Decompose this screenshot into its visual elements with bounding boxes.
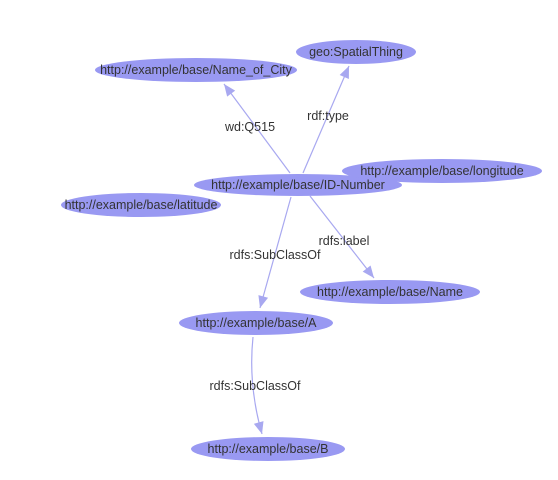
node-ellipse[interactable] [194, 174, 402, 196]
edge-line[interactable] [259, 196, 292, 309]
edges-layer [223, 65, 375, 435]
arrow-head-icon [362, 265, 374, 278]
edge-label-e_label: rdfs:label [319, 234, 370, 248]
node-ellipse[interactable] [179, 311, 333, 335]
node-class_a[interactable]: http://example/base/A [179, 311, 333, 335]
node-name[interactable]: http://example/base/Name [300, 280, 480, 304]
node-label: http://example/base/Name [317, 285, 463, 299]
edge-e_subclass_2[interactable] [251, 336, 264, 435]
arrow-head-icon [253, 421, 264, 434]
node-ellipse[interactable] [296, 40, 416, 64]
node-ellipse[interactable] [191, 437, 345, 461]
edge-line[interactable] [302, 65, 350, 174]
edge-label-e_subclass_2: rdfs:SubClassOf [209, 379, 301, 393]
node-label: http://example/base/latitude [65, 198, 218, 212]
node-label: http://example/base/B [208, 442, 329, 456]
node-label: geo:SpatialThing [309, 45, 403, 59]
node-label: http://example/base/A [196, 316, 318, 330]
node-name_of_city[interactable]: http://example/base/Name_of_City [95, 58, 297, 82]
edge-e_q515[interactable] [223, 83, 291, 174]
edge-e_label[interactable] [309, 195, 375, 279]
edge-e_type[interactable] [302, 65, 350, 174]
node-class_b[interactable]: http://example/base/B [191, 437, 345, 461]
node-longitude[interactable]: http://example/base/longitude [342, 159, 542, 183]
node-ellipse[interactable] [61, 193, 221, 217]
node-id_number[interactable]: http://example/base/ID-Number [194, 174, 402, 196]
node-ellipse[interactable] [95, 58, 297, 82]
edge-label-e_q515: wd:Q515 [224, 120, 275, 134]
node-ellipse[interactable] [342, 159, 542, 183]
node-label: http://example/base/longitude [360, 164, 523, 178]
node-spatial_thing[interactable]: geo:SpatialThing [296, 40, 416, 64]
edge-labels-layer: wd:Q515rdf:typerdfs:labelrdfs:SubClassOf… [209, 109, 369, 393]
arrow-head-icon [339, 66, 349, 79]
arrow-head-icon [258, 295, 269, 308]
edge-label-e_type: rdf:type [307, 109, 349, 123]
node-label: http://example/base/ID-Number [211, 178, 385, 192]
nodes-layer: http://example/base/Name_of_City geo:Spat… [61, 40, 542, 461]
node-ellipse[interactable] [300, 280, 480, 304]
node-latitude[interactable]: http://example/base/latitude [61, 193, 221, 217]
edge-line[interactable] [223, 83, 291, 174]
arrow-head-icon [224, 84, 236, 97]
edge-line[interactable] [309, 195, 375, 279]
edge-label-e_subclass_1: rdfs:SubClassOf [229, 248, 321, 262]
edge-e_subclass_1[interactable] [258, 196, 292, 309]
node-label: http://example/base/Name_of_City [100, 63, 293, 77]
